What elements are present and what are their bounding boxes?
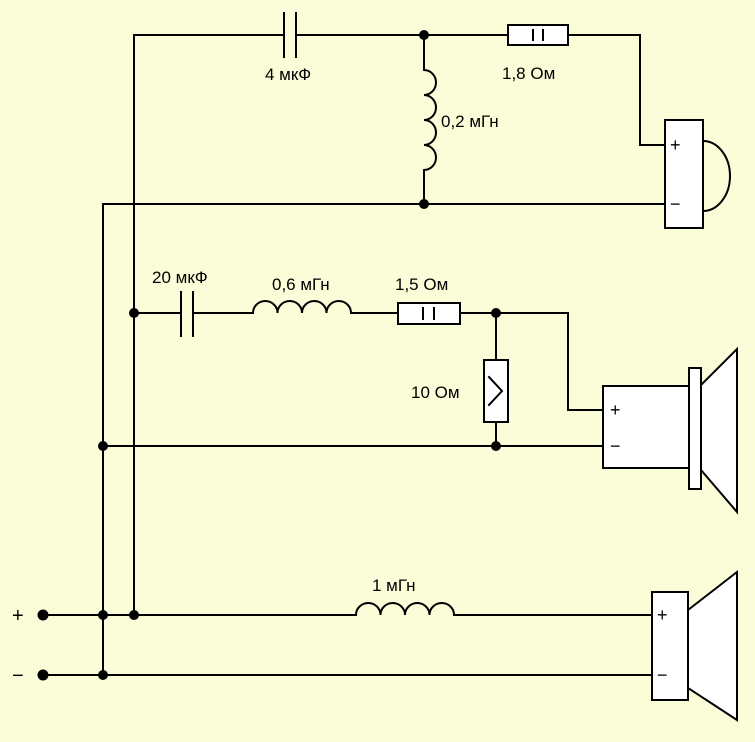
woofer-inductor [354, 602, 456, 617]
tweeter-branch-wires [102, 34, 666, 674]
woofer-speaker [651, 569, 738, 722]
midrange-capacitor [180, 291, 194, 337]
tweeter-minus-mark: − [670, 194, 681, 214]
junction-dot [129, 610, 139, 620]
tweeter-capacitor [283, 12, 297, 58]
midrange-capacitor-label: 20 мкФ [152, 268, 208, 287]
junction-dot [491, 441, 501, 451]
midrange-series-resistor-label: 1,5 Ом [395, 275, 448, 294]
midrange-series-resistor [397, 302, 461, 325]
junction-dot [419, 30, 429, 40]
input-terminal-minus [37, 669, 49, 681]
midrange-minus-mark: − [610, 436, 621, 456]
woofer-plus-mark: + [657, 605, 668, 625]
woofer-inductor-label: 1 мГн [372, 576, 416, 595]
midrange-plus-mark: + [610, 400, 621, 420]
woofer-branch-wires [42, 614, 653, 676]
tweeter-resistor-label: 1,8 Ом [502, 64, 555, 83]
junction-dots [37, 30, 501, 681]
midrange-speaker [602, 346, 738, 515]
tweeter-capacitor-label: 4 мкФ [265, 65, 311, 84]
tweeter-resistor [507, 24, 569, 46]
midrange-inductor-label: 0,6 мГн [272, 275, 330, 294]
midrange-branch-wires [102, 312, 604, 447]
input-minus-sign: − [12, 665, 24, 687]
junction-dot [419, 199, 429, 209]
junction-dot [98, 441, 108, 451]
junction-dot [491, 308, 501, 318]
junction-dot [98, 670, 108, 680]
input-plus-sign: + [12, 605, 24, 627]
tweeter-inductor-label: 0,2 мГн [441, 112, 499, 131]
midrange-shunt-resistor-label: 10 Ом [411, 383, 460, 402]
midrange-shunt-resistor [483, 359, 509, 423]
tweeter-inductor [422, 68, 437, 172]
woofer-minus-mark: − [657, 665, 668, 685]
input-terminal-plus [37, 609, 49, 621]
junction-dot [129, 308, 139, 318]
tweeter-speaker [664, 119, 731, 229]
midrange-inductor [251, 300, 353, 315]
tweeter-plus-mark: + [670, 135, 681, 155]
junction-dot [98, 610, 108, 620]
